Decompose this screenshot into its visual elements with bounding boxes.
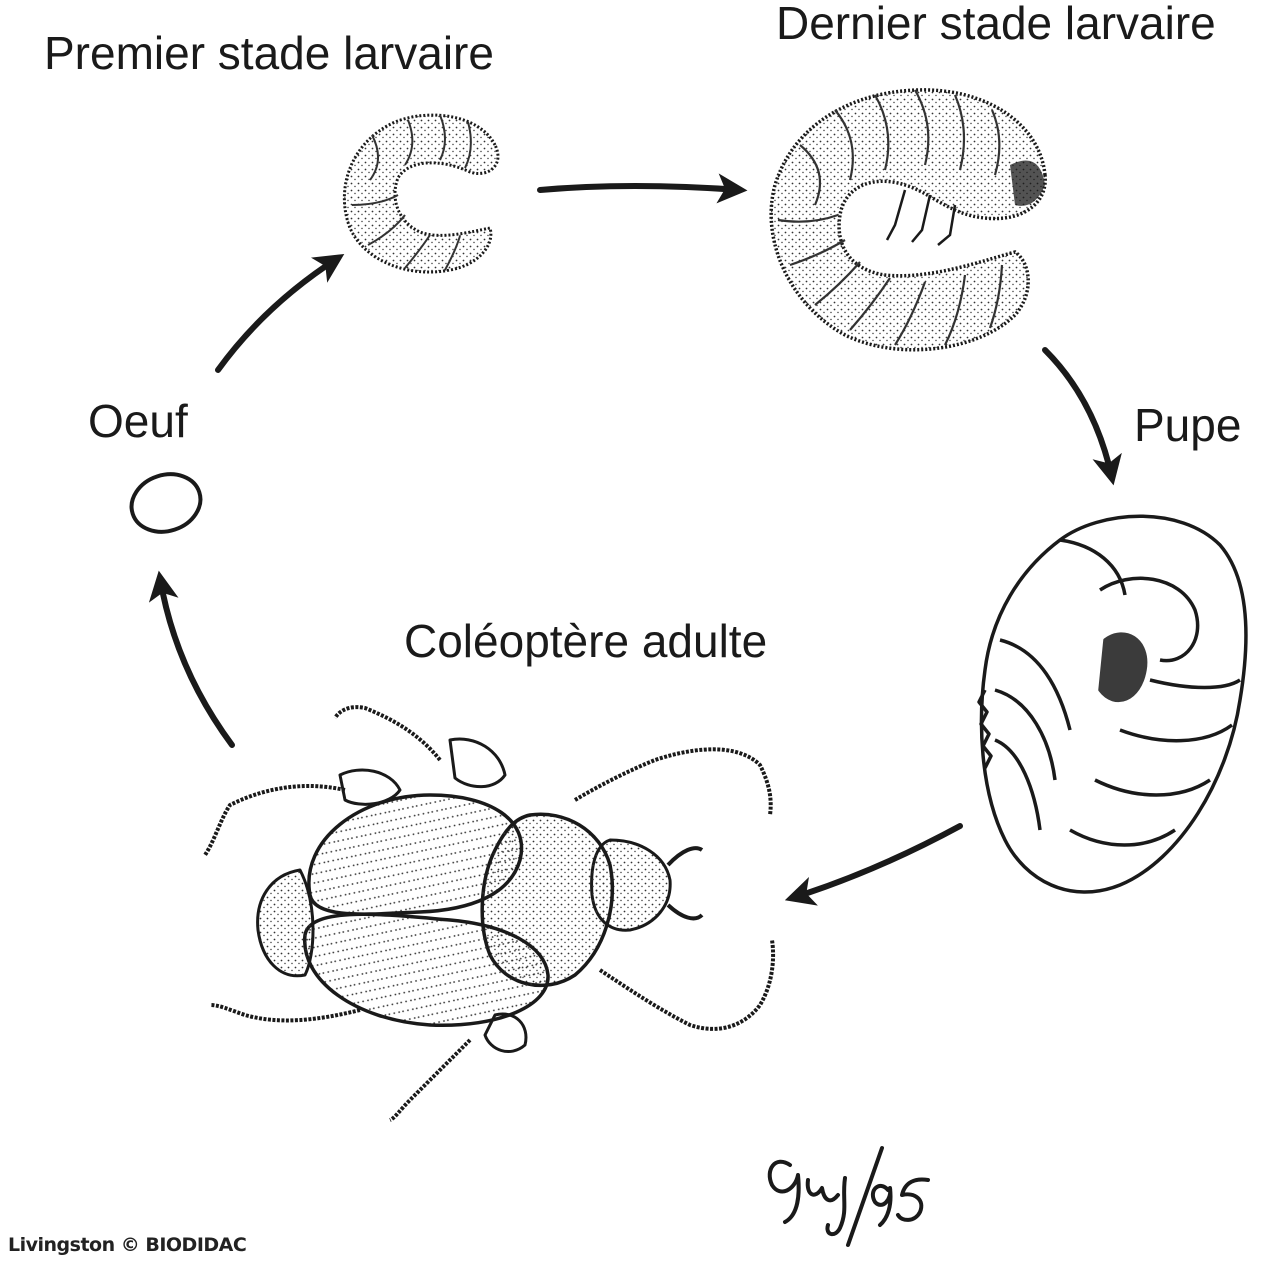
label-pupa: Pupe	[1134, 399, 1242, 451]
credit-text: Livingston © BIODIDAC	[8, 1234, 247, 1256]
label-egg: Oeuf	[88, 395, 188, 447]
label-first-larva: Premier stade larvaire	[44, 27, 494, 79]
arrow-adult-to-egg	[148, 570, 235, 748]
label-adult: Coléoptère adulte	[404, 615, 768, 667]
arrow-last-larva-to-pupa	[1042, 347, 1122, 486]
arrow-pupa-to-adult	[784, 823, 963, 906]
adult-beetle-illustration	[203, 705, 776, 1122]
last-larva-illustration	[769, 88, 1047, 352]
cycle-arrows	[148, 173, 1122, 906]
egg-illustration	[129, 472, 203, 534]
arrow-egg-to-first-larva	[215, 253, 345, 373]
signature-mark	[767, 1146, 930, 1247]
pupa-illustration	[977, 514, 1248, 894]
arrow-first-to-last-larva	[537, 173, 748, 204]
label-last-larva: Dernier stade larvaire	[776, 0, 1216, 49]
first-larva-illustration	[342, 113, 500, 274]
